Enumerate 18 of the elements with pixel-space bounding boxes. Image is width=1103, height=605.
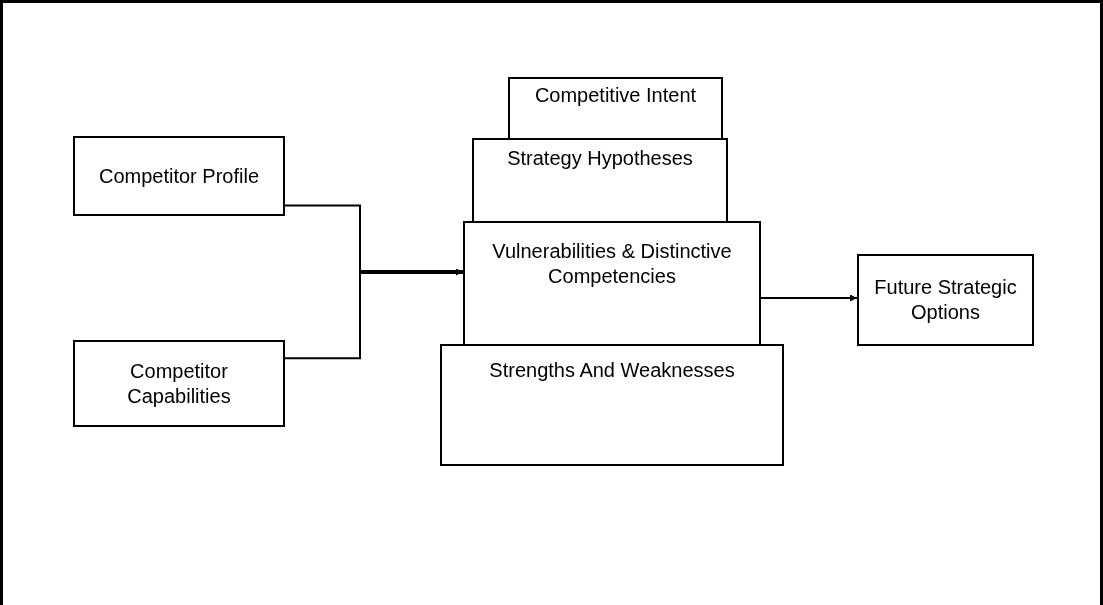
process-box xyxy=(440,344,784,466)
process-box xyxy=(73,136,285,216)
arrow xyxy=(760,294,858,302)
process-box xyxy=(73,340,285,427)
box-label: Competitive Intent xyxy=(534,83,697,108)
box-label: Vulnerabilities & Distinctive Competencies xyxy=(491,239,733,289)
process-box xyxy=(857,254,1034,346)
connector-line xyxy=(284,271,361,360)
box-label: Strategy Hypotheses xyxy=(507,146,693,171)
connector-line xyxy=(284,204,361,273)
process-box xyxy=(463,221,761,346)
box-label: Competitor Capabilities xyxy=(126,358,232,409)
box-label: Competitor Profile xyxy=(98,163,260,189)
process-box xyxy=(472,138,728,223)
box-label: Strengths And Weaknesses xyxy=(489,358,735,383)
box-label: Future Strategic Options xyxy=(873,275,1018,325)
process-box xyxy=(508,77,723,140)
arrow xyxy=(360,268,463,276)
